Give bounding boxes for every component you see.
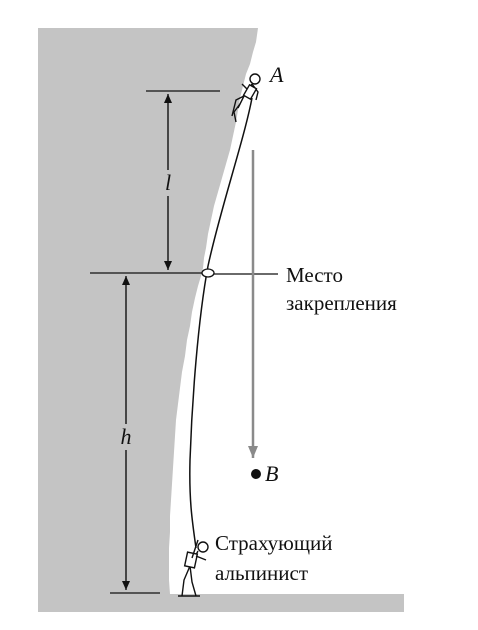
belayer-label-line2: альпинист	[215, 561, 308, 585]
belayer-figure-icon	[178, 539, 209, 597]
label-h: h	[121, 424, 132, 449]
anchor-label-line1: Место	[286, 263, 343, 287]
anchor-label-line2: закрепления	[286, 291, 397, 315]
rock-wall	[38, 28, 258, 594]
label-b: B	[265, 461, 278, 486]
ground-base	[38, 594, 178, 612]
anchor-ring-icon	[201, 268, 215, 278]
belayer-label-line1: Страхующий	[215, 531, 333, 555]
label-l: l	[165, 170, 171, 195]
label-h-bg	[114, 424, 138, 450]
point-b-marker	[251, 469, 261, 479]
rope	[189, 97, 253, 549]
label-a: A	[268, 62, 284, 87]
climber-figure-icon	[231, 73, 261, 123]
ground	[169, 594, 404, 612]
label-l-bg	[158, 170, 178, 196]
